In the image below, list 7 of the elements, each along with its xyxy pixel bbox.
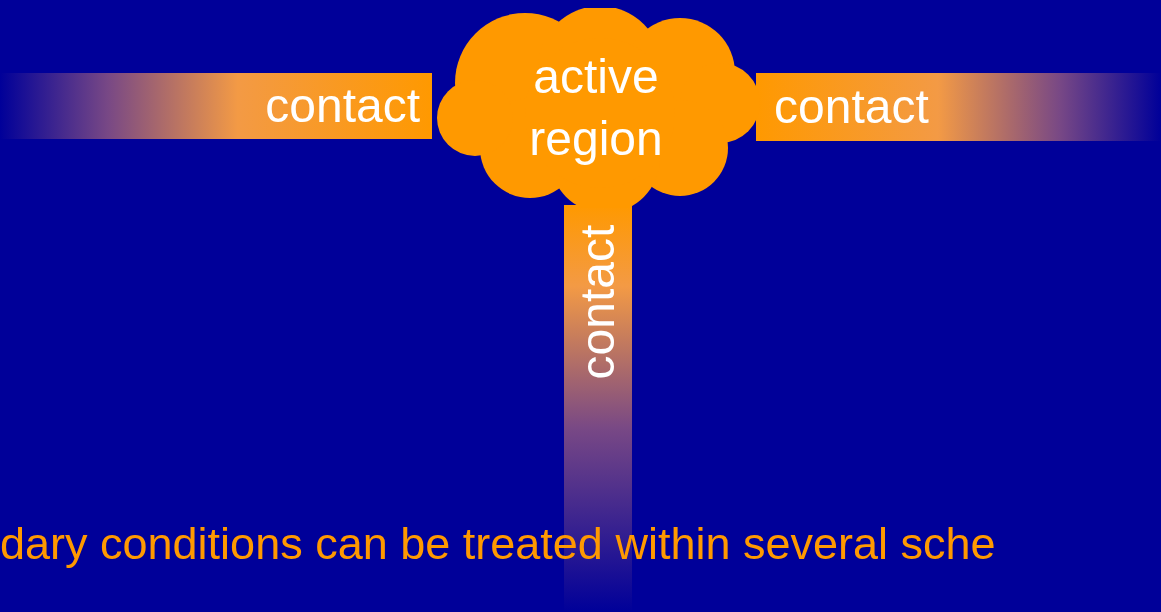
contact-bar	[756, 73, 1161, 141]
contact-label: contact	[774, 80, 929, 134]
contact-label: contact	[571, 224, 625, 380]
contact-label: contact	[265, 79, 420, 133]
contact-bar	[0, 73, 432, 139]
caption-text: dary conditions can be treated within several sche	[0, 518, 996, 570]
region-label: active region	[528, 48, 664, 167]
